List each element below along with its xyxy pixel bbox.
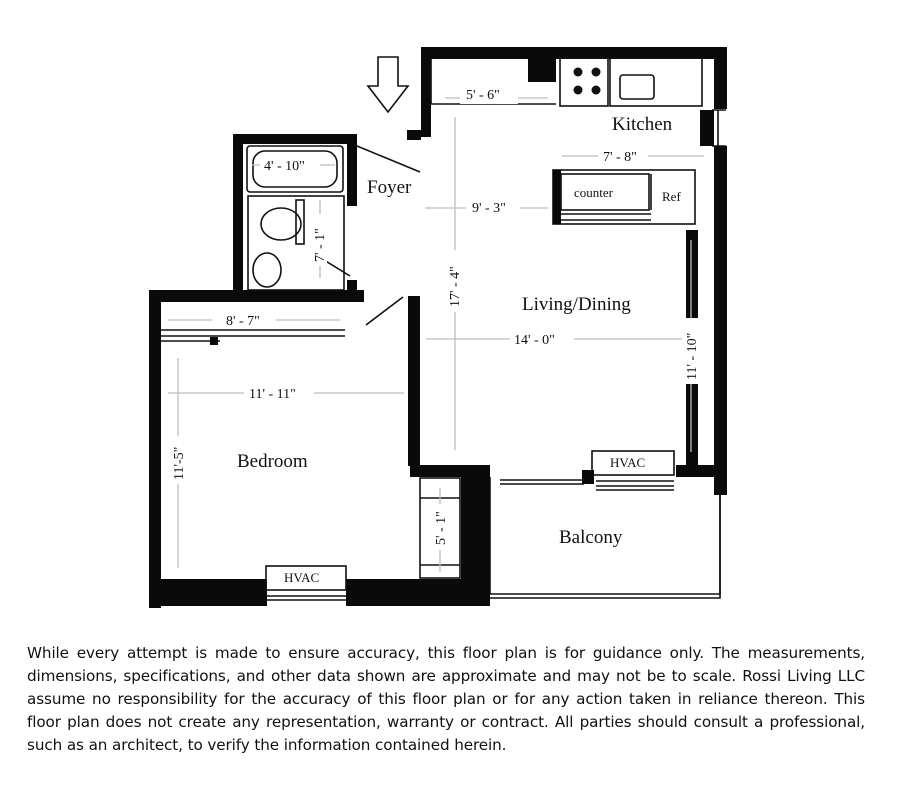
dim-living-side: 11' - 10" xyxy=(685,333,700,380)
fixture-label-hvac-bedroom: HVAC xyxy=(284,570,319,585)
dim-bath-tub: 4' - 10" xyxy=(264,159,305,174)
dim-kitchen-width: 7' - 8" xyxy=(603,150,637,165)
dim-living-width: 14' - 0" xyxy=(514,333,555,348)
dim-closet: 8' - 7" xyxy=(226,314,260,329)
dim-bedroom-width: 11' - 11" xyxy=(249,387,296,402)
interior-linework xyxy=(161,57,726,601)
disclaimer-text: While every attempt is made to ensure ac… xyxy=(27,644,865,754)
dim-kitchen-top: 5' - 6" xyxy=(466,88,500,103)
dimension-labels: 5' - 6" 7' - 8" 4' - 10" 9' - 3" 14' - 0… xyxy=(169,86,700,550)
dim-foyer-width: 9' - 3" xyxy=(472,201,506,216)
fixture-label-counter: counter xyxy=(574,185,614,200)
fixture-label-ref: Ref xyxy=(662,189,681,204)
dim-bedroom-depth: 11'-5" xyxy=(172,447,187,480)
room-label-balcony: Balcony xyxy=(559,527,623,548)
dim-balcony-closet: 5' - 1" xyxy=(434,511,449,545)
dim-living-depth: 17' - 4" xyxy=(448,266,463,307)
dimension-lines xyxy=(168,97,704,572)
fixture-label-hvac-living: HVAC xyxy=(610,455,645,470)
entry-arrow-icon xyxy=(366,56,410,114)
floor-plan-drawing: Kitchen Foyer Living/Dining Bedroom Balc… xyxy=(149,47,727,608)
room-label-living-dining: Living/Dining xyxy=(522,294,631,315)
room-label-bedroom: Bedroom xyxy=(237,451,308,472)
dim-bath-depth: 7' - 1" xyxy=(313,228,328,262)
room-label-kitchen: Kitchen xyxy=(612,114,673,135)
exterior-walls xyxy=(149,47,727,608)
room-label-foyer: Foyer xyxy=(367,177,412,198)
